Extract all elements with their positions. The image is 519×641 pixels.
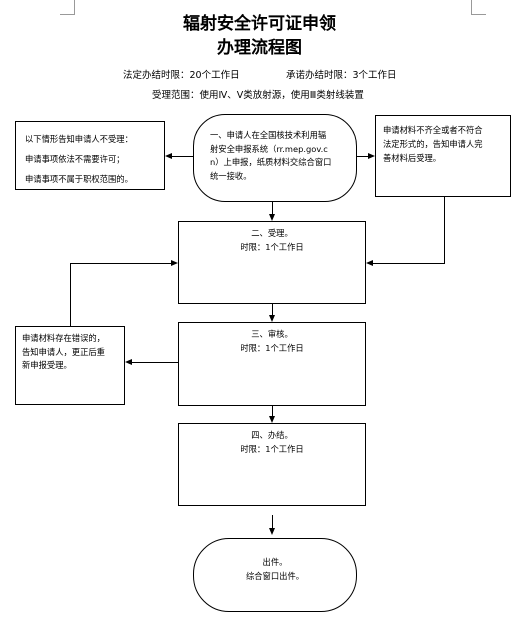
arrowhead-to-correction: [125, 359, 132, 365]
connector-review-to-correction: [132, 362, 178, 363]
arrowhead-to-not-accepted: [165, 153, 172, 159]
apply-step-line-3: n）上申报，纸质材料交综合窗口: [210, 157, 332, 167]
correction-box: 申请材料存在错误的， 告知申请人，更正后重 新申报受理。: [15, 326, 125, 405]
connector-correction-up: [70, 263, 71, 326]
connector-supplement-down: [444, 197, 445, 264]
apply-step-line-1: 一、申请人在全国核技术利用辐: [210, 130, 327, 140]
review-step-time-limit: 时限：1个工作日: [240, 342, 304, 353]
not-accepted-line-3: 申请事项不属于职权范围的。: [25, 174, 133, 184]
accept-step-title: 二、受理。: [251, 228, 293, 238]
not-accepted-line-1: 以下情形告知申请人不受理：: [25, 134, 133, 144]
correction-line-2: 告知申请人，更正后重: [22, 346, 105, 357]
apply-step-line-2: 射安全申报系统（rr.mep.gov.c: [210, 143, 328, 154]
handle-step-time-limit: 时限：1个工作日: [240, 443, 304, 454]
arrowhead-to-accept: [269, 214, 275, 221]
supplement-line-3: 善材料后受理。: [383, 153, 442, 163]
issue-step-box: 出件。 综合窗口出件。: [193, 538, 357, 612]
connector-correction-right: [70, 263, 171, 264]
apply-step-line-4: 统一接收。: [210, 170, 252, 181]
handle-step-title: 四、办结。: [251, 430, 293, 440]
arrowhead-to-handle: [269, 416, 275, 423]
arrowhead-to-supplement: [368, 153, 375, 159]
review-step-box: 三、审核。 时限：1个工作日: [178, 322, 366, 406]
arrowhead-correction-to-accept: [171, 260, 178, 266]
accept-step-box: 二、受理。 时限：1个工作日: [178, 221, 366, 304]
supplement-line-2: 法定形式的，告知申请人完: [383, 139, 483, 149]
connector-accept-to-review: [272, 304, 273, 315]
apply-step-box: 一、申请人在全国核技术利用辐 射安全申报系统（rr.mep.gov.c n）上申…: [193, 114, 357, 202]
connector-apply-to-accept: [272, 202, 273, 214]
handle-step-box: 四、办结。 时限：1个工作日: [178, 423, 366, 506]
arrowhead-supplement-to-accept: [366, 260, 373, 266]
connector-apply-to-supplement: [357, 156, 368, 157]
issue-step-title: 出件。: [262, 557, 288, 567]
arrowhead-to-issue: [269, 528, 275, 535]
flowchart-title-line2: 办理流程图: [217, 38, 302, 58]
connector-handle-to-issue: [272, 515, 273, 531]
promised-time-limit: 承诺办结时限：3个工作日: [286, 70, 397, 81]
supplement-materials-box: 申请材料不齐全或者不符合 法定形式的，告知申请人完 善材料后受理。: [375, 115, 511, 197]
not-accepted-box: 以下情形告知申请人不受理： 申请事项依法不需要许可； 申请事项不属于职权范围的。: [15, 121, 165, 190]
not-accepted-line-2: 申请事项依法不需要许可；: [25, 154, 125, 164]
issue-step-desc: 综合窗口出件。: [245, 570, 305, 581]
correction-line-3: 新申报受理。: [22, 360, 72, 370]
accept-step-time-limit: 时限：1个工作日: [240, 241, 304, 252]
connector-supplement-left: [373, 263, 445, 264]
legal-time-limit: 法定办结时限：20个工作日: [123, 70, 240, 81]
connector-apply-to-not-accepted: [172, 156, 193, 157]
correction-line-1: 申请材料存在错误的，: [22, 333, 105, 343]
connector-review-to-handle: [272, 406, 273, 416]
arrowhead-to-review: [269, 315, 275, 322]
supplement-line-1: 申请材料不齐全或者不符合: [383, 125, 483, 135]
review-step-title: 三、审核。: [251, 329, 293, 339]
page-corner-mark-right: [471, 0, 486, 15]
acceptance-scope: 受理范围：使用Ⅳ、Ⅴ类放射源，使用Ⅲ类射线装置: [152, 90, 364, 101]
flowchart-title-line1: 辐射安全许可证申领: [183, 14, 336, 34]
page-corner-mark-left: [60, 0, 75, 15]
